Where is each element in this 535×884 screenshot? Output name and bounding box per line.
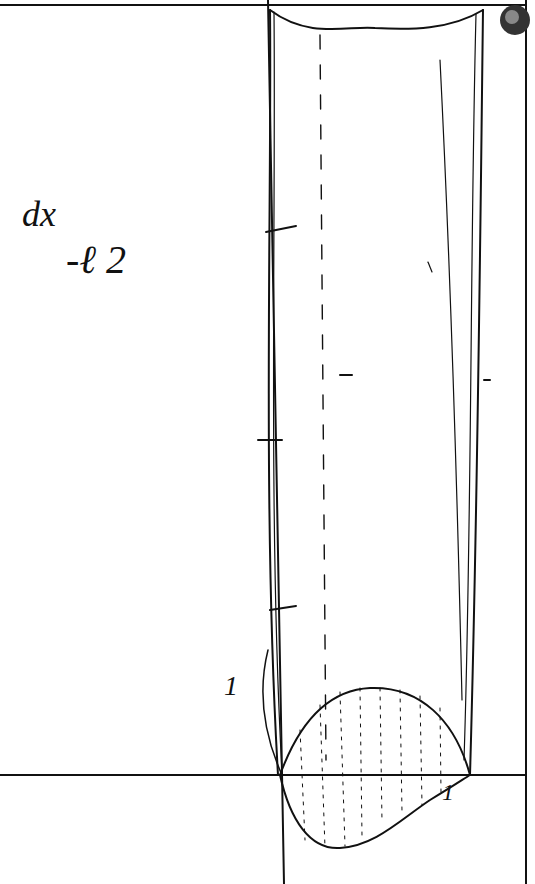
tick <box>428 262 432 272</box>
page-line <box>525 0 527 884</box>
handwritten-label: dx <box>22 196 56 232</box>
solid-left-edge <box>274 12 283 772</box>
y-axis <box>268 0 284 884</box>
hidden-line <box>320 35 326 760</box>
tick <box>270 606 296 610</box>
shading-line <box>440 60 462 700</box>
tick <box>266 226 296 232</box>
page-line <box>0 4 525 6</box>
base-curve <box>280 775 470 848</box>
hatching <box>300 688 441 848</box>
tick <box>340 374 352 376</box>
base-curve <box>280 688 470 775</box>
solid-right-edge <box>464 14 476 760</box>
tick <box>258 439 282 441</box>
smudge <box>505 10 519 24</box>
top-rim <box>270 10 483 29</box>
smudge <box>500 5 530 35</box>
handwritten-label: 1 <box>442 780 454 804</box>
handwritten-label: -ℓ 2 <box>66 240 126 280</box>
x-axis <box>0 774 525 776</box>
solid-bulge <box>263 650 282 775</box>
solid-right-edge <box>470 10 483 775</box>
tick <box>484 379 490 381</box>
handwritten-label: 1 <box>224 672 238 700</box>
